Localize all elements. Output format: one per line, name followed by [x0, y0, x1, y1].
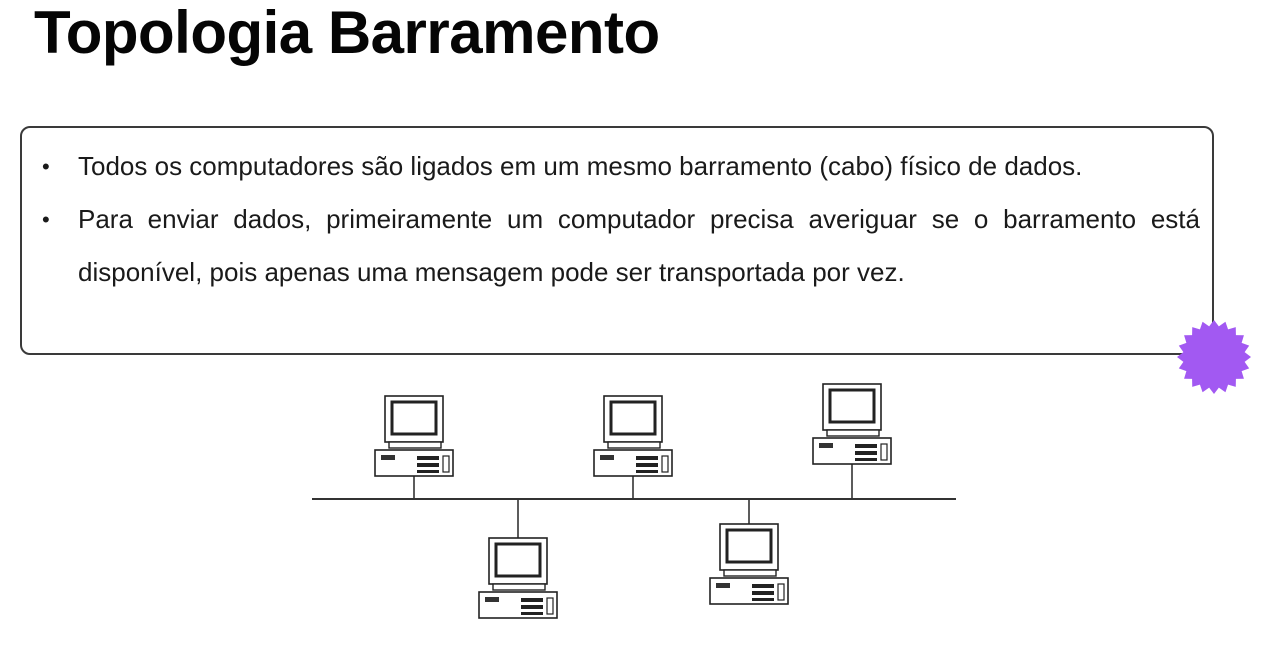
desktop-computer-icon — [477, 536, 559, 620]
bullet-dot-icon: • — [42, 154, 50, 179]
bullet-text: Para enviar dados, primeiramente um comp… — [78, 204, 1200, 287]
content-box: • Todos os computadores são ligados em u… — [20, 126, 1214, 355]
bullet-list: • Todos os computadores são ligados em u… — [42, 140, 1200, 299]
bullet-dot-icon: • — [42, 207, 50, 232]
bullet-item: • Todos os computadores são ligados em u… — [42, 140, 1200, 193]
bullet-text: Todos os computadores são ligados em um … — [78, 151, 1083, 181]
bus-topology-diagram — [312, 382, 956, 620]
desktop-computer-icon — [373, 394, 455, 478]
desktop-computer-icon — [811, 382, 893, 466]
desktop-computer-icon — [708, 522, 790, 606]
starburst-badge-icon — [1177, 320, 1251, 394]
bullet-item: • Para enviar dados, primeiramente um co… — [42, 193, 1200, 299]
desktop-computer-icon — [592, 394, 674, 478]
page-title: Topologia Barramento — [34, 0, 660, 66]
